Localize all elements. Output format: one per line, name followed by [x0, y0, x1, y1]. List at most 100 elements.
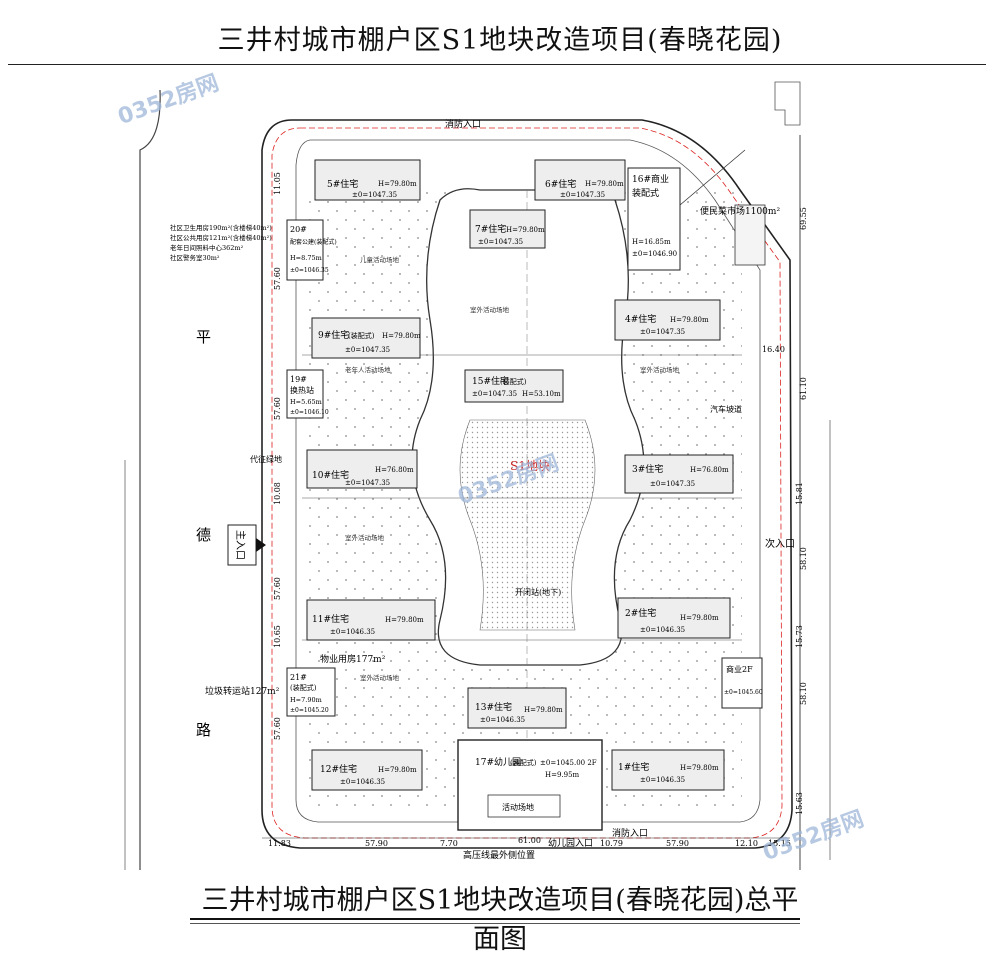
building-17 [457, 739, 603, 831]
main-entrance-arrow [256, 538, 266, 552]
building-elevation: ±0=1047.35 [478, 238, 523, 246]
dim-value: 15.63 [795, 792, 804, 815]
building-height: H=79.80m [378, 766, 417, 774]
building-elevation: ±0=1046.35 [330, 628, 375, 636]
building-elevation: ±0=1047.35 [352, 191, 397, 199]
garbage-label: 垃圾转运站127m² [205, 685, 280, 697]
activity-field-box [487, 794, 561, 818]
road-char: 路 [196, 721, 211, 739]
building-label: 5#住宅 [327, 178, 358, 190]
main-entrance-label: 主入口 [234, 530, 246, 560]
building-21 [286, 667, 336, 717]
building-height: H=79.80m [378, 180, 417, 188]
building-height: H=79.80m [506, 226, 545, 234]
building-label: 20# [290, 225, 307, 234]
underground-station-label: 开闭站(地下) [515, 587, 561, 597]
building-10 [306, 449, 418, 489]
building-footprints [286, 159, 763, 831]
building-label: 商业2F [726, 664, 753, 674]
building-elevation: ±0=1047.35 [345, 346, 390, 354]
building-elevation: ±0=1045.00 2F [540, 759, 597, 767]
building-label: 9#住宅 [318, 329, 349, 341]
commercial-room-label: 物业用房177m² [320, 653, 386, 665]
dim-value: 58.10 [799, 547, 808, 570]
building-height: H=9.95m [545, 771, 580, 779]
building-15 [464, 369, 564, 403]
building-sub: (装配式) [348, 331, 375, 340]
community-note: 社区公共用房121m²(含楼梯40m²) [170, 233, 272, 242]
activity-area-label: 室外活动场地 [360, 673, 400, 682]
building-label: 17#幼儿园 [475, 756, 521, 768]
building-height: H=79.80m [382, 332, 421, 340]
building-elevation: ±0=1047.35 [472, 390, 517, 398]
community-note: 社区卫生用房190m²(含楼梯40m²) [170, 223, 272, 232]
dim-value: 57.60 [273, 717, 282, 740]
road-char: 德 [196, 526, 211, 544]
inner-road [295, 139, 761, 823]
building-height: H=5.65m [290, 398, 322, 406]
building-label: 1#住宅 [618, 761, 649, 773]
building-1 [611, 749, 725, 791]
building-elevation: ±0=1046.10 [290, 409, 329, 416]
central-courtyard-inner [459, 419, 596, 631]
building-elevation: ±0=1047.35 [650, 480, 695, 488]
building-height: H=16.85m [632, 238, 671, 246]
building-elevation: ±0=1046.35 [480, 716, 525, 724]
building-sub: (装配式) [510, 758, 537, 767]
building-label: 15#住宅 [472, 375, 509, 387]
secondary-entrance: 次入口 [765, 537, 795, 550]
dim-value: 16.40 [762, 345, 785, 354]
market-box [734, 204, 766, 266]
dims-right: 69.55 16.40 61.10 15.81 58.10 15.73 58.1… [762, 207, 808, 815]
building-elevation: ±0=1045.20 [290, 707, 329, 714]
plan-title-underline-thin [190, 923, 800, 924]
dim-value: 11.83 [268, 839, 291, 848]
community-notes: 社区卫生用房190m²(含楼梯40m²) 社区公共用房121m²(含楼梯40m²… [170, 223, 272, 262]
building-sub: (装配式) [500, 377, 527, 386]
dim-value: 10.79 [600, 839, 623, 848]
activity-field-label: 活动场地 [502, 802, 534, 812]
building-5 [314, 159, 421, 201]
building-height: H=79.80m [585, 180, 624, 188]
dim-value: 12.10 [735, 839, 758, 848]
plan-title-underline [190, 918, 800, 920]
building-7 [469, 209, 546, 249]
building-height: H=79.80m [385, 616, 424, 624]
building-height: H=53.10m [522, 390, 561, 398]
building-label: 19# [290, 375, 307, 384]
building-elevation: ±0=1046.35 [290, 267, 329, 274]
high-voltage-label: 高压线最外侧位置 [463, 849, 535, 861]
dim-value: 58.10 [799, 682, 808, 705]
title-divider [8, 64, 986, 65]
dim-value: 10.08 [273, 482, 282, 505]
building-label: 11#住宅 [312, 613, 349, 625]
building-19 [286, 369, 324, 419]
building-13 [467, 687, 567, 729]
building-label: 6#住宅 [545, 178, 576, 190]
dims-bottom: 11.83 57.90 7.70 61.00 10.79 57.90 12.10… [268, 836, 791, 848]
dim-value: 15.15 [768, 839, 791, 848]
building-height: H=76.80m [375, 466, 414, 474]
site-boundary-red [271, 127, 783, 839]
dims-left: 11.05 57.60 57.60 10.08 57.60 10.65 57.6… [273, 172, 282, 740]
building-sub: (装配式) [290, 683, 317, 692]
building-9 [311, 317, 421, 359]
s1-label: S1地块 [510, 459, 550, 473]
building-12 [311, 749, 423, 791]
dim-value: 15.81 [795, 482, 804, 505]
fire-entrance-bottom: 消防入口 [612, 827, 648, 839]
dim-value: 57.60 [273, 267, 282, 290]
building-label: 12#住宅 [320, 763, 357, 775]
market-label: 便民菜市场1100m² [700, 205, 780, 217]
building-label: 16#商业 [632, 173, 669, 185]
building-label: 21# [290, 673, 307, 682]
building-label: 4#住宅 [625, 313, 656, 325]
dim-value: 61.10 [799, 377, 808, 400]
building-labels: 5#住宅 H=79.80m ±0=1047.35 6#住宅 H=79.80m ±… [290, 173, 763, 786]
activity-area-label: 老年人活动场地 [345, 365, 391, 374]
dim-value: 57.90 [666, 839, 689, 848]
building-height: H=79.80m [680, 764, 719, 772]
building-elevation: ±0=1046.35 [340, 778, 385, 786]
building-sub: 换热站 [290, 385, 314, 395]
neighbor-buildings [774, 81, 801, 126]
